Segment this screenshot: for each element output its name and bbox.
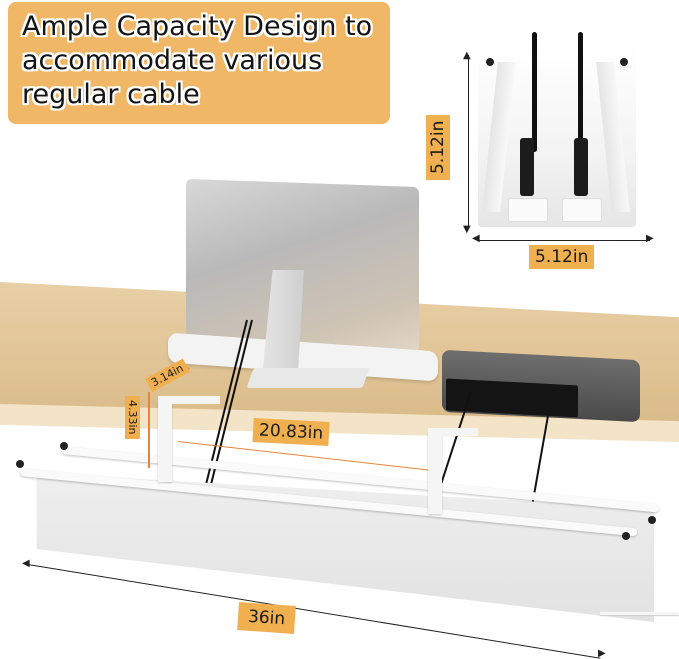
headline-line-1: Ample Capacity Design to <box>22 11 373 42</box>
headline-banner <box>8 2 390 124</box>
clamp-top-arm <box>428 428 478 436</box>
rail-end-cap-icon <box>620 58 628 66</box>
cable <box>532 32 537 152</box>
rail-end-cap-icon <box>622 532 630 540</box>
headline-line-3: regular cable <box>22 79 200 110</box>
headline-text: Ample Capacity Design to accommodate var… <box>22 10 392 112</box>
inset-width-label: 5.12in <box>529 245 595 269</box>
monitor-stand-base <box>246 368 370 388</box>
monitor <box>186 178 419 353</box>
height-arrow-line <box>468 55 469 228</box>
arrow-left-icon: ◀ <box>472 233 480 244</box>
width-arrow-line <box>478 240 650 241</box>
rail-end-cap-icon <box>60 442 68 450</box>
arrow-right-icon: ▶ <box>598 648 606 659</box>
rail-end-cap-icon <box>486 58 494 66</box>
clamp-bracket-right <box>428 432 442 514</box>
power-strip <box>562 198 602 222</box>
clamp-spacing-label: 20.83in <box>252 418 330 446</box>
power-strip <box>508 198 548 222</box>
rail-end-cap-icon <box>16 460 24 468</box>
rail-end-cap-icon <box>648 516 656 524</box>
clamp-height-label: 4.33in <box>125 396 140 439</box>
tray-length-label: 36in <box>237 602 297 634</box>
clamp-top-arm <box>158 396 220 404</box>
power-cord <box>600 612 679 615</box>
arrow-left-icon: ◀ <box>22 558 30 569</box>
headline-line-2: accommodate various <box>22 45 323 76</box>
arrow-down-icon: ▼ <box>463 224 471 235</box>
plug-icon <box>574 138 588 196</box>
inset-height-label: 5.12in <box>426 114 450 180</box>
clamp-height-arrow <box>148 392 150 468</box>
arrow-up-icon: ▲ <box>463 50 471 61</box>
arrow-right-icon: ▶ <box>646 233 654 244</box>
cable <box>578 32 583 152</box>
mini-pc-ports <box>446 378 578 418</box>
plug-icon <box>520 138 534 196</box>
clamp-bracket-left <box>158 400 172 482</box>
